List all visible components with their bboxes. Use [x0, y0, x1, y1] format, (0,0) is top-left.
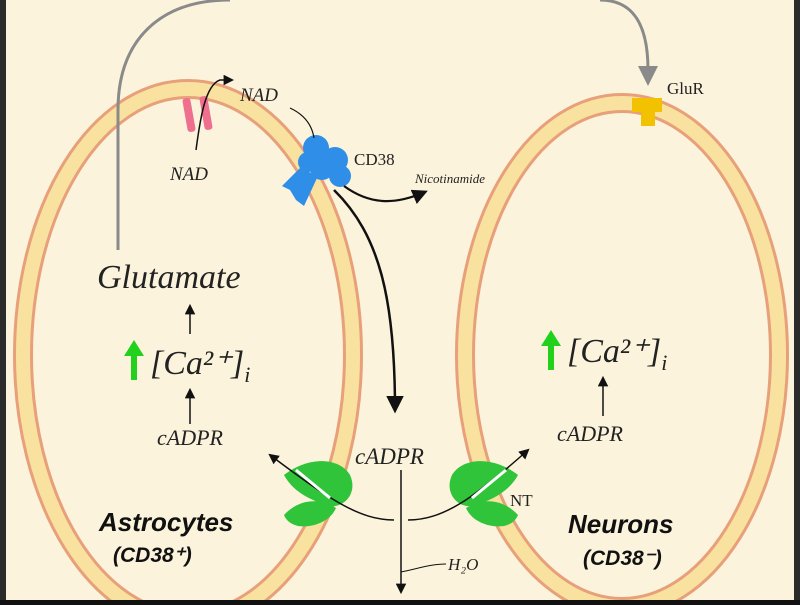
transporter-channel-right [471, 468, 507, 500]
nicotinamide-label: Nicotinamide [414, 171, 485, 186]
up-arrow-icon [124, 340, 144, 380]
glutamate-label: Glutamate [97, 259, 241, 296]
transporter-channel-left [295, 468, 331, 500]
glur-label: GluR [667, 79, 705, 98]
astrocyte-cell [13, 79, 363, 605]
ca-concentration-astrocyte: [Ca²⁺]i [150, 345, 250, 387]
receptor-icon [282, 135, 351, 206]
astrocytes-cd38-marker: (CD38⁺) [113, 544, 192, 567]
neurons-cd38-marker: (CD38⁻) [583, 547, 662, 570]
nad-to-cd38-line [289, 107, 315, 139]
nad-extracellular-label: NAD [239, 85, 278, 106]
up-arrow-icon [541, 330, 561, 370]
neuron-membrane-fill [458, 96, 786, 605]
astrocytes-label: Astrocytes [98, 507, 233, 537]
neuron-cell [455, 93, 789, 605]
cadpr-extracellular-label: cADPR [355, 444, 424, 469]
nicotinamide-arrow [343, 185, 428, 204]
water-label: H₂O [447, 555, 478, 574]
glutamate-arrowhead [638, 66, 658, 86]
cadpr-uptake-astrocyte-arrow [268, 453, 395, 521]
glutamate-release-arrow [116, 0, 650, 250]
cd38-label: CD38 [354, 150, 395, 169]
astrocyte-membrane-fill [16, 82, 360, 605]
receptor-icon [632, 98, 662, 126]
channel-icon [182, 96, 213, 132]
neurons-label: Neurons [568, 509, 673, 539]
ca-concentration-neuron: [Ca²⁺]i [567, 333, 667, 375]
nad-transport-arrow [195, 74, 235, 151]
cd38-to-cadpr-arrow [333, 189, 404, 414]
nad-intracellular-label: NAD [169, 164, 208, 185]
nt-label: NT [510, 491, 533, 510]
water-line [400, 563, 447, 573]
cadpr-astrocyte-label: cADPR [157, 425, 224, 450]
cadpr-neuron-label: cADPR [557, 421, 624, 446]
cadpr-uptake-neuron-arrow [407, 448, 530, 521]
